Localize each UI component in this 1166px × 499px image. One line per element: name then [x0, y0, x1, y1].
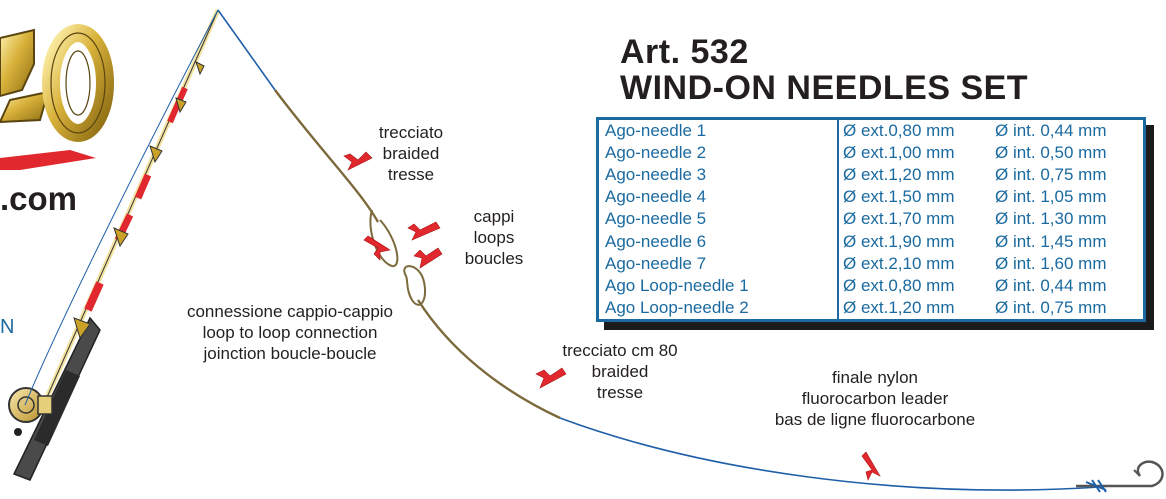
needle-int-diameter: Ø int. 1,45 mm — [995, 231, 1107, 251]
main-line — [217, 9, 276, 91]
needle-ext-diameter: Ø ext.1,90 mm — [843, 231, 955, 251]
fishing-rod-icon — [12, 8, 221, 481]
needle-int-diameter: Ø int. 0,44 mm — [995, 121, 1107, 141]
needle-name: Ago Loop-needle 1 — [597, 274, 839, 297]
needle-name: Ago-needle 4 — [597, 186, 839, 209]
needle-name: Ago Loop-needle 2 — [597, 296, 839, 321]
label-loops: cappi loops boucles — [464, 207, 524, 268]
label-loop-connection: connessione cappio-cappio loop to loop c… — [186, 302, 394, 363]
leader-line — [559, 417, 1101, 491]
logo-domain-suffix: .com — [0, 180, 78, 217]
needle-int-diameter: Ø int. 0,50 mm — [995, 143, 1107, 163]
needle-name: Ago-needle 1 — [597, 118, 839, 143]
needle-int-diameter: Ø int. 1,60 mm — [995, 253, 1107, 273]
needle-ext-diameter: Ø ext.2,10 mm — [843, 253, 955, 273]
needle-int-diameter: Ø int. 0,44 mm — [995, 275, 1107, 295]
loop-upper — [369, 209, 399, 267]
label-leader: finale nylon fluorocarbon leader bas de … — [774, 368, 976, 429]
needle-name: Ago-needle 2 — [597, 142, 839, 165]
needle-ext-diameter: Ø ext.0,80 mm — [843, 275, 955, 295]
needle-int-diameter: Ø int. 1,30 mm — [995, 209, 1107, 229]
title-article: Art. 532 — [620, 33, 749, 71]
needle-name: Ago-needle 6 — [597, 230, 839, 253]
arrow-icon — [343, 151, 881, 481]
needle-ext-diameter: Ø ext.1,00 mm — [843, 143, 955, 163]
needle-int-diameter: Ø int. 0,75 mm — [995, 297, 1107, 317]
needle-name: Ago-needle 5 — [597, 208, 839, 231]
label-braided-upper: trecciato braided tresse — [378, 123, 444, 184]
hook-icon — [1076, 460, 1164, 493]
needle-ext-diameter: Ø ext.1,20 mm — [843, 165, 955, 185]
logo-partial-letter: N — [0, 316, 15, 338]
braided-line-lower — [416, 299, 561, 420]
needle-ext-diameter: Ø ext.1,70 mm — [843, 209, 955, 229]
loop-lower — [403, 265, 426, 306]
needle-name: Ago-needle 3 — [597, 164, 839, 187]
needle-ext-diameter: Ø ext.0,80 mm — [843, 121, 955, 141]
reel-icon — [8, 387, 53, 436]
needle-ext-diameter: Ø ext.1,50 mm — [843, 187, 955, 207]
logo — [0, 24, 114, 170]
label-braided-80: trecciato cm 80 braided tresse — [562, 341, 678, 402]
needle-int-diameter: Ø int. 1,05 mm — [995, 187, 1107, 207]
needle-int-diameter: Ø int. 0,75 mm — [995, 165, 1107, 185]
needle-ext-diameter: Ø ext.1,20 mm — [843, 297, 955, 317]
needle-name: Ago-needle 7 — [597, 252, 839, 275]
title-product: WIND-ON NEEDLES SET — [620, 69, 1029, 107]
